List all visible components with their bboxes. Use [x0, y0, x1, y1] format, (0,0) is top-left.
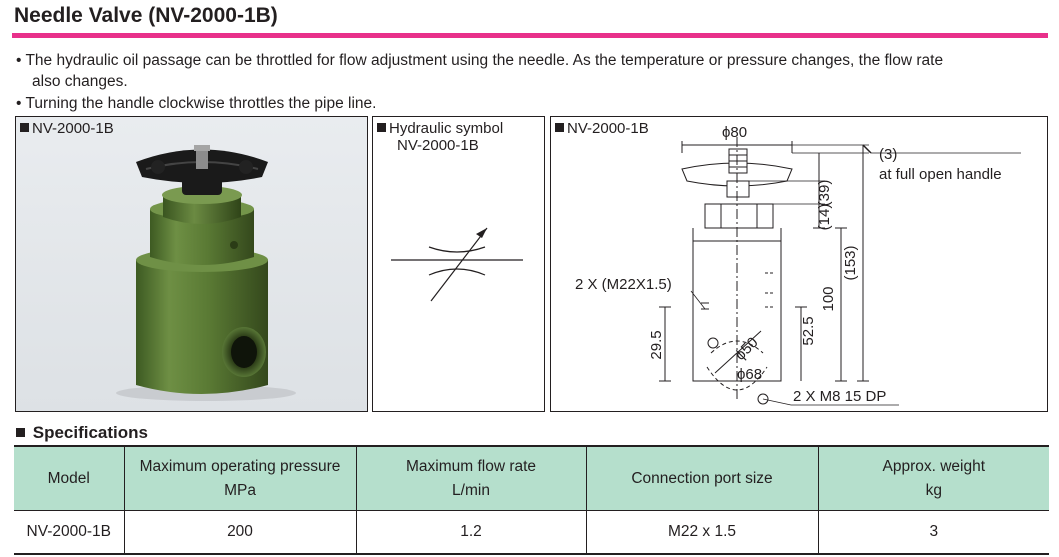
square-bullet-icon: [16, 428, 25, 437]
photo-panel: NV-2000-1B: [15, 116, 368, 412]
dimension-drawing-panel: NV-2000-1B: [550, 116, 1048, 412]
specifications-heading: Specifications: [16, 423, 148, 443]
symbol-panel: Hydraulic symbol NV-2000-1B: [372, 116, 545, 412]
bullet-2: • Turning the handle clockwise throttles…: [16, 93, 376, 114]
square-bullet-icon: [377, 123, 386, 132]
dim-153: (153): [842, 245, 859, 280]
bullet-1-text: The hydraulic oil passage can be throttl…: [25, 52, 944, 69]
symbol-panel-label: Hydraulic symbol NV-2000-1B: [377, 120, 503, 154]
cell-model: NV-2000-1B: [14, 510, 125, 555]
table-row: NV-2000-1B 200 1.2 M22 x 1.5 3: [14, 510, 1049, 555]
dim-29-5: 29.5: [648, 330, 665, 359]
note-port-thread: 2 X (M22X1.5): [575, 276, 672, 293]
col-header-port-size: Connection port size: [585, 445, 819, 511]
cell-port-size: M22 x 1.5: [585, 510, 819, 555]
photo-panel-label: NV-2000-1B: [20, 120, 114, 137]
cell-flow-rate: 1.2: [355, 510, 587, 555]
cell-weight: 3: [817, 510, 1049, 555]
col-header-model: Model: [14, 445, 125, 511]
dim-100: 100: [820, 286, 837, 311]
bullet-2-text: Turning the handle clockwise throttles t…: [25, 95, 377, 112]
dim-3: (3): [879, 146, 897, 163]
bullet-dot-icon: •: [16, 95, 22, 112]
note-full-open-handle: at full open handle: [879, 166, 1002, 183]
dim-39: (39): [816, 180, 833, 207]
dim-diameter-68: ϕ68: [737, 366, 762, 383]
dim-14: (14): [816, 204, 833, 231]
page-title: Needle Valve (NV-2000-1B): [14, 4, 278, 27]
title-underline: [12, 33, 1048, 38]
valve-photo: [116, 145, 296, 401]
cell-pressure: 200: [123, 510, 357, 555]
dimension-drawing: ϕ80 (3) at full open handle (39) (14) (1…: [575, 124, 1021, 406]
bullet-1: • The hydraulic oil passage can be throt…: [16, 50, 1052, 92]
dim-52-5: 52.5: [800, 316, 817, 345]
note-bolt-holes: 2 X M8 15 DP: [793, 388, 886, 405]
bullet-1-continued: also changes.: [32, 73, 128, 90]
dim-handle-diameter: ϕ80: [722, 124, 747, 141]
square-bullet-icon: [20, 123, 29, 132]
bullet-dot-icon: •: [16, 52, 22, 69]
square-bullet-icon: [555, 123, 564, 132]
drawing-panel-label: NV-2000-1B: [555, 120, 649, 137]
hydraulic-symbol: [391, 227, 523, 302]
